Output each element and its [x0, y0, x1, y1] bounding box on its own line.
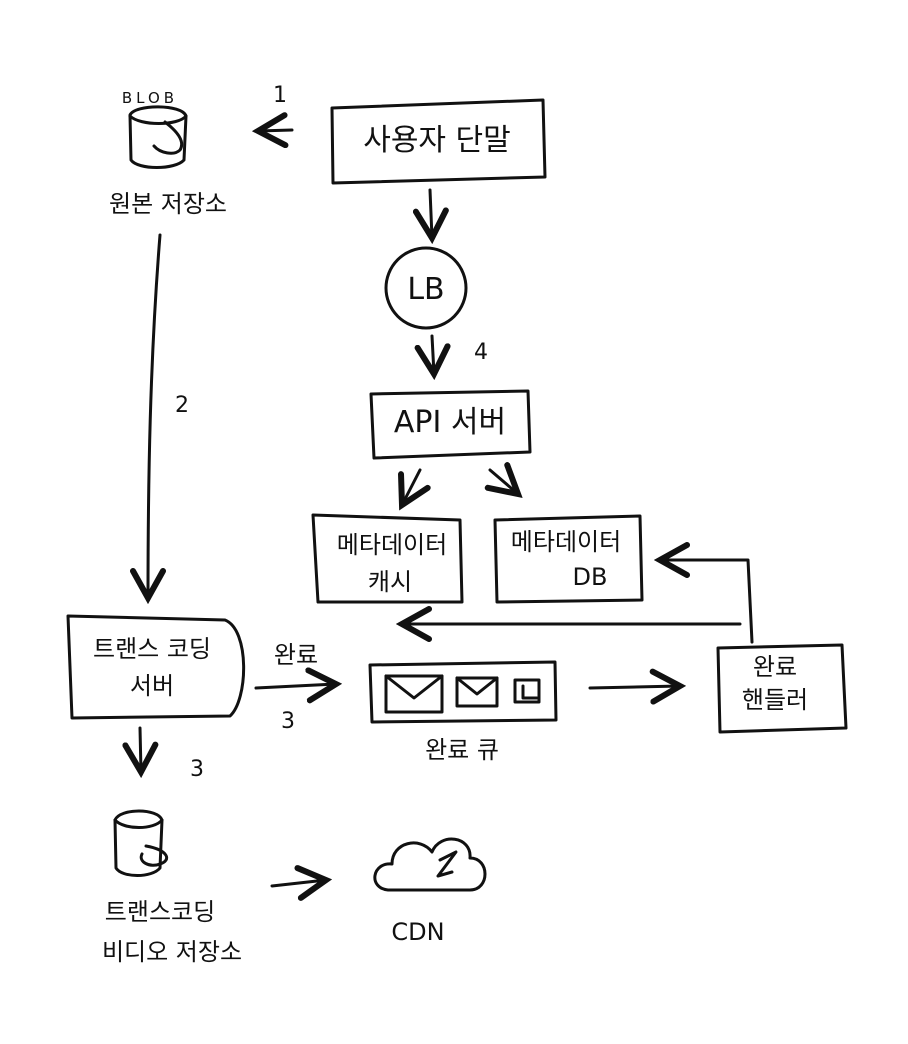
- completion-handler-box: 완료 핸들러: [716, 643, 848, 734]
- metadata-db-label-1: 메타데이터: [511, 528, 621, 556]
- arrow-device-to-lb: [430, 188, 432, 238]
- database-icon: [128, 105, 188, 169]
- envelope-icon: [384, 674, 444, 714]
- step-3b-label: 3: [190, 757, 204, 782]
- metadata-db-label-2: DB: [573, 563, 608, 591]
- arrow-lb-to-api: [432, 334, 434, 374]
- arrow-storage-to-cdn: [270, 880, 326, 886]
- cdn-label: CDN: [391, 918, 444, 946]
- completion-handler-label-2: 핸들러: [742, 686, 808, 714]
- original-storage: BLOB 원본 저장소: [109, 89, 227, 218]
- arrow-api-to-cache: [402, 468, 420, 505]
- arrow-transcoder-to-storage: [140, 726, 141, 772]
- completion-handler-label-1: 완료: [753, 653, 797, 681]
- user-device-box: 사용자 단말: [330, 98, 547, 185]
- metadata-cache-label-1: 메타데이터: [337, 531, 447, 559]
- done-label: 완료: [274, 641, 318, 669]
- original-storage-label: 원본 저장소: [109, 190, 227, 218]
- metadata-cache-label-2: 캐시: [368, 568, 412, 596]
- step-3a-label: 3: [281, 709, 295, 734]
- api-server-box: API 서버: [369, 389, 532, 460]
- cloud-icon: [373, 837, 487, 892]
- completion-queue: 완료 큐: [368, 660, 558, 764]
- transcoding-server-label-2: 서버: [130, 672, 174, 700]
- step-1-label: 1: [273, 83, 287, 108]
- step-2-label: 2: [175, 393, 189, 418]
- arrow-queue-to-handler: [588, 686, 680, 688]
- envelope-icon: [455, 676, 499, 708]
- completion-queue-label: 완료 큐: [425, 736, 499, 764]
- load-balancer: LB: [384, 246, 468, 330]
- step-4-label: 4: [474, 340, 488, 365]
- transcoded-storage-label-1: 트랜스코딩: [105, 898, 215, 926]
- metadata-cache-box: 메타데이터 캐시: [311, 513, 464, 604]
- database-icon: [113, 809, 169, 877]
- api-server-label: API 서버: [394, 405, 506, 440]
- arrow-api-to-db: [490, 470, 518, 494]
- transcoded-storage: 트랜스코딩 비디오 저장소: [102, 809, 242, 966]
- cdn: CDN: [373, 837, 487, 946]
- user-device-label: 사용자 단말: [363, 123, 511, 158]
- transcoded-storage-label-2: 비디오 저장소: [102, 938, 242, 966]
- arrow-transcoder-to-queue: [254, 684, 336, 688]
- lb-label: LB: [407, 272, 444, 307]
- blob-tag: BLOB: [122, 89, 178, 107]
- arrow-handler-to-db: [660, 560, 754, 644]
- transcoding-server-box: 트랜스 코딩 서버: [66, 614, 246, 720]
- arrow-upload: [258, 130, 294, 131]
- arrow-storage-to-transcoder: [148, 233, 160, 598]
- metadata-db-box: 메타데이터 DB: [493, 514, 644, 604]
- transcoding-server-label-1: 트랜스 코딩: [93, 635, 211, 663]
- envelope-icon: [513, 678, 541, 704]
